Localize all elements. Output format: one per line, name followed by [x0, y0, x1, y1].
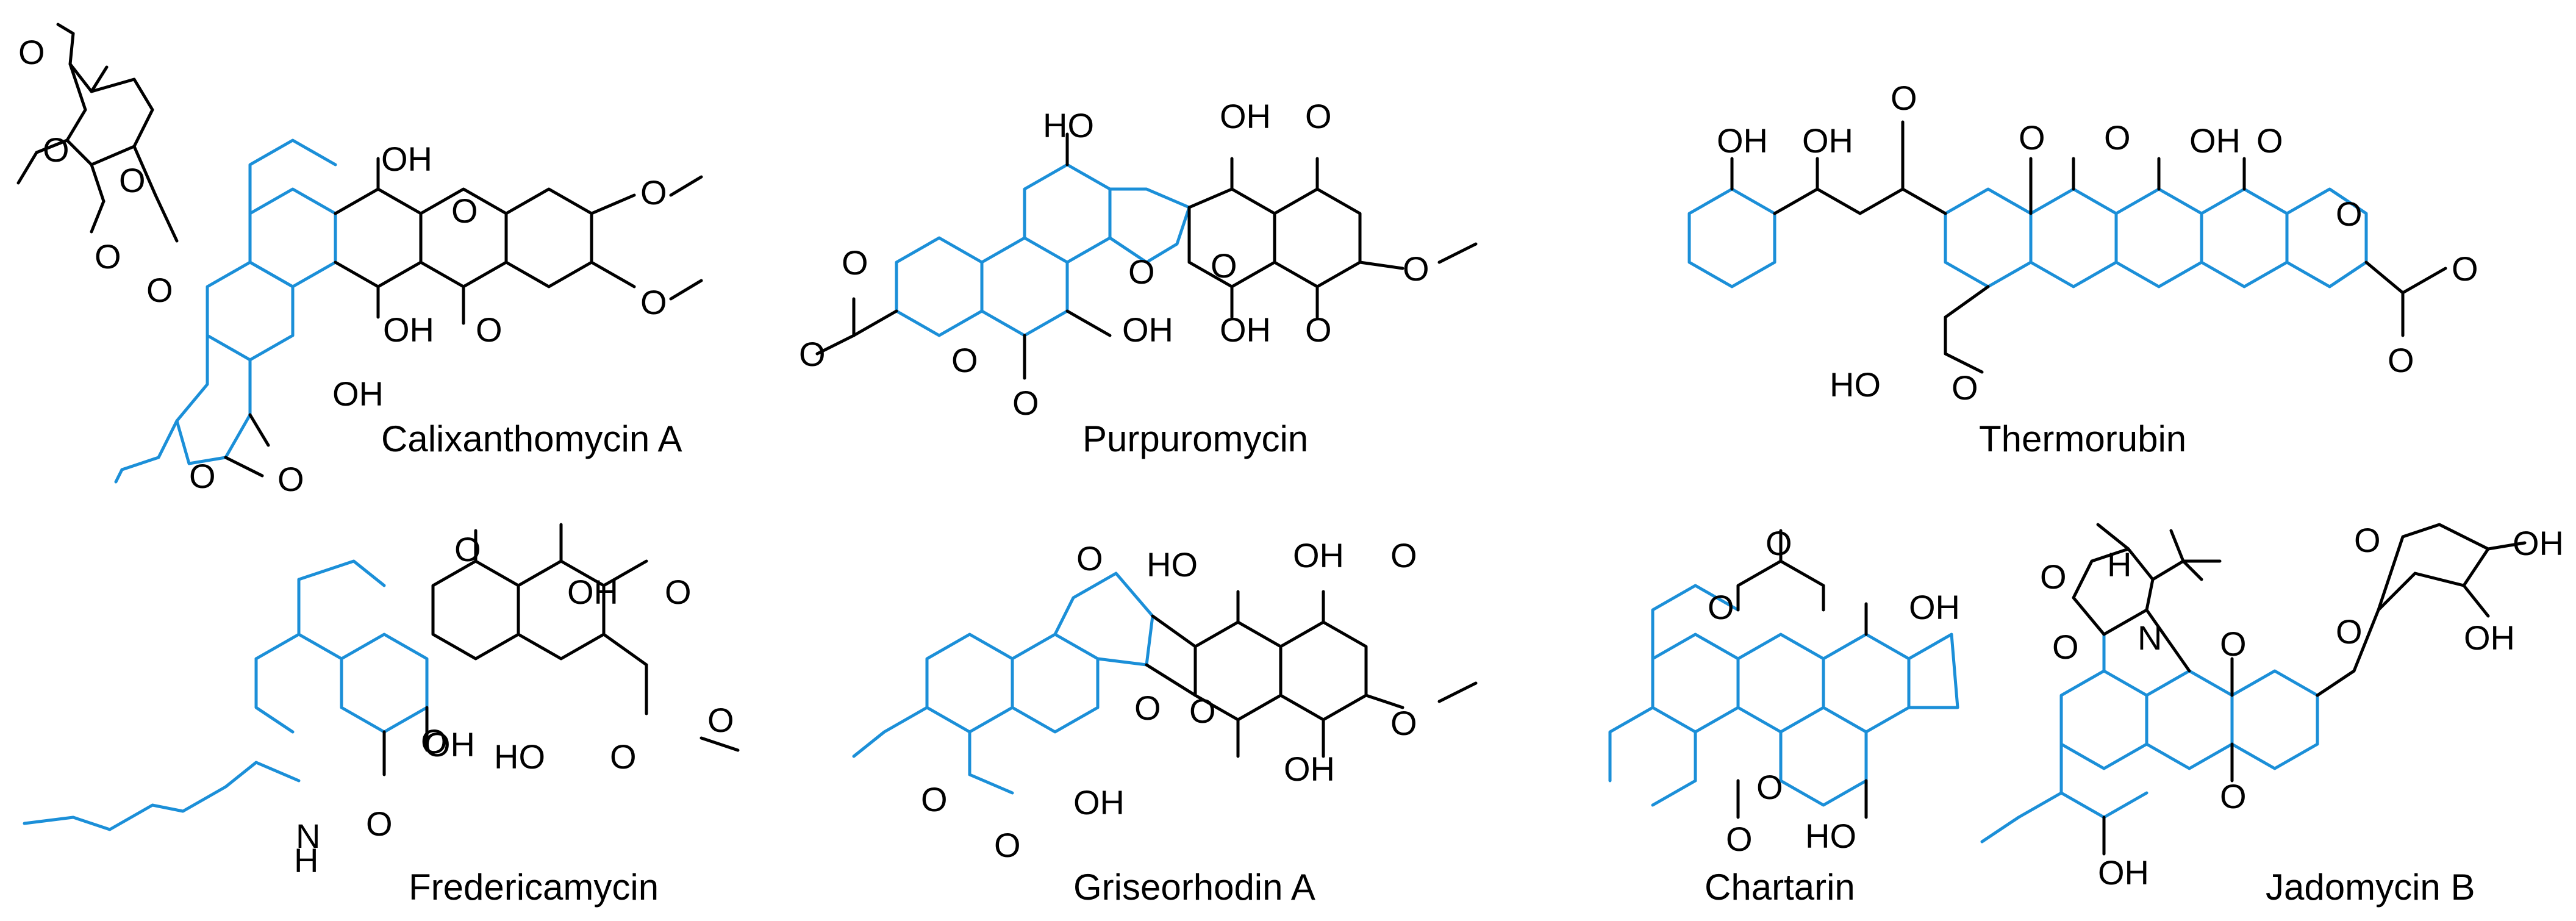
- oh-label: OH: [2189, 121, 2241, 160]
- compound-name: Jadomycin B: [2266, 867, 2475, 908]
- structure-jadomycin-b: O O H N O O O O OH OH OH Jadomycin B: [1980, 521, 2564, 908]
- o-label: O: [1189, 692, 1216, 730]
- h-label: H: [2107, 545, 2131, 584]
- o-label: O: [1952, 368, 1978, 407]
- compound-name: Thermorubin: [1979, 418, 2186, 459]
- oh-label: OH: [381, 140, 432, 178]
- structure-purpuromycin: HO OH OH OH O O O O O O O O O Purpuromyc…: [799, 97, 1478, 459]
- structure-calixanthomycin-a: OH OH OH O O O O O O O O O O O Calixanth…: [16, 23, 703, 498]
- o-label: O: [2388, 341, 2414, 379]
- o-label: O: [1390, 704, 1417, 742]
- o-label: O: [1211, 246, 1237, 285]
- oh-label: OH: [2513, 524, 2564, 562]
- o-label: O: [994, 826, 1021, 864]
- oh-label: OH: [332, 374, 384, 413]
- o-label: O: [665, 573, 692, 611]
- structure-griseorhodin-a: O HO OH O O OH O O OH O O Griseorhodin A: [852, 536, 1478, 908]
- o-label: O: [640, 173, 667, 212]
- ho-label: HO: [1830, 365, 1881, 404]
- structure-fredericamycin: O OH O O OH HO O O O N H Fredericamycin: [23, 523, 740, 908]
- o-label: O: [1134, 689, 1161, 727]
- oh-label: OH: [1220, 310, 1271, 349]
- o-label: O: [421, 722, 448, 761]
- compound-name: Calixanthomycin A: [381, 418, 682, 459]
- o-label: O: [707, 701, 734, 739]
- o-label: O: [1891, 79, 1917, 117]
- structure-chartarin: O O OH O O HO Chartarin: [1608, 524, 1960, 908]
- o-label: O: [2336, 612, 2363, 651]
- o-label: O: [951, 341, 978, 379]
- o-label: O: [2354, 521, 2381, 559]
- o-label: O: [1403, 249, 1429, 288]
- o-label: O: [1756, 768, 1783, 806]
- o-label: O: [921, 780, 948, 819]
- o-label: O: [640, 283, 667, 321]
- ho-label: HO: [1043, 106, 1094, 145]
- oh-label: OH: [1293, 536, 1344, 575]
- o-label: O: [799, 335, 826, 373]
- o-label: O: [1076, 539, 1103, 578]
- o-label: O: [2220, 777, 2247, 815]
- oh-label: OH: [1073, 783, 1125, 822]
- oh-label: OH: [383, 310, 434, 349]
- o-label: O: [189, 457, 216, 495]
- o-label: O: [610, 737, 637, 776]
- o-label: O: [95, 237, 121, 276]
- o-label: O: [18, 33, 45, 71]
- o-label: O: [454, 530, 481, 568]
- compound-name: Fredericamycin: [409, 867, 659, 908]
- oh-label: OH: [2464, 618, 2515, 657]
- o-label: O: [277, 460, 304, 498]
- structure-thermorubin: OH OH O O O OH O O O O HO O Thermorubin: [1687, 79, 2478, 459]
- o-label: O: [2220, 625, 2247, 663]
- ho-label: HO: [494, 737, 545, 776]
- oh-label: OH: [567, 573, 618, 611]
- o-label: O: [366, 805, 393, 843]
- o-label: O: [1012, 384, 1039, 422]
- o-label: O: [2104, 118, 2131, 157]
- o-label: O: [1726, 820, 1753, 858]
- oh-label: OH: [1122, 310, 1173, 349]
- o-label: O: [2336, 195, 2363, 233]
- o-label: O: [119, 161, 146, 199]
- o-label: O: [1128, 253, 1155, 291]
- n-label: N: [296, 817, 320, 855]
- o-label: O: [1305, 97, 1332, 135]
- oh-label: OH: [1802, 121, 1853, 160]
- oh-label: OH: [1717, 121, 1768, 160]
- o-label: O: [1390, 536, 1417, 575]
- o-label: O: [451, 192, 478, 230]
- oh-label: OH: [1284, 750, 1335, 788]
- ho-label: HO: [1805, 817, 1856, 855]
- o-label: O: [476, 310, 503, 349]
- o-label: O: [1766, 524, 1792, 562]
- o-label: O: [842, 243, 868, 282]
- oh-label: OH: [424, 725, 475, 764]
- o-label: O: [2040, 557, 2067, 596]
- o-label: O: [43, 131, 70, 169]
- o-label: O: [1708, 588, 1734, 626]
- o-label: O: [2452, 249, 2478, 288]
- compound-name: Chartarin: [1705, 867, 1855, 908]
- oh-label: OH: [2098, 853, 2149, 892]
- ho-label: HO: [1147, 545, 1198, 584]
- compound-name: Purpuromycin: [1082, 418, 1308, 459]
- o-label: O: [2256, 121, 2283, 160]
- h-label: H: [294, 841, 318, 880]
- compound-name: Griseorhodin A: [1073, 867, 1315, 908]
- o-label: O: [1305, 310, 1332, 349]
- o-label: O: [146, 271, 173, 309]
- oh-label: OH: [1220, 97, 1271, 135]
- oh-label: OH: [1909, 588, 1960, 626]
- o-label: O: [2052, 628, 2079, 666]
- o-label: O: [2019, 118, 2045, 157]
- n-label: N: [2138, 618, 2162, 657]
